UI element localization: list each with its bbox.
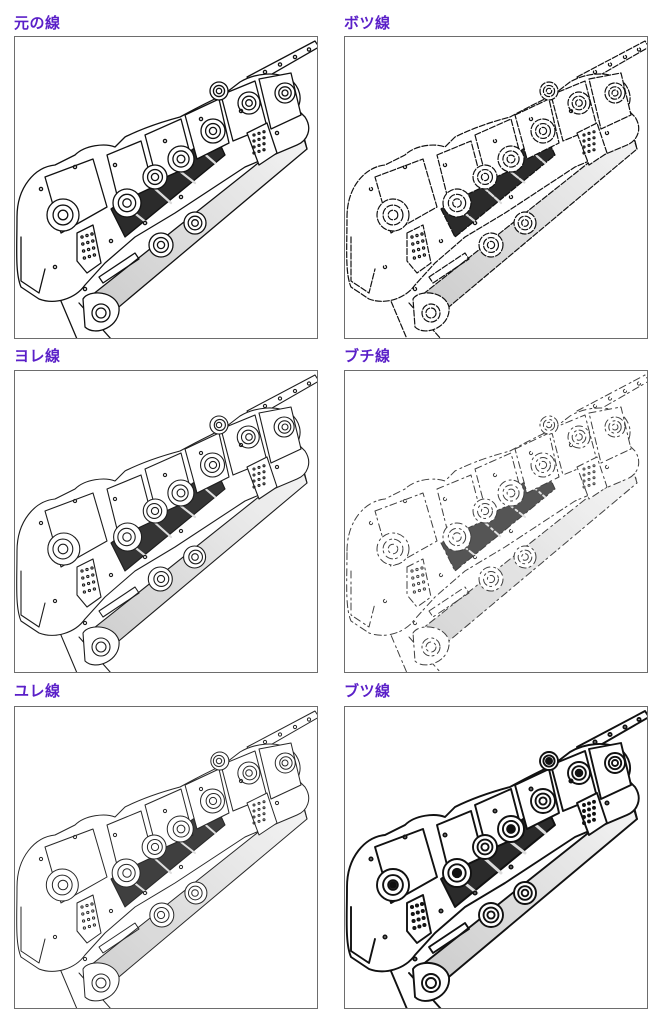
mechanical-line-art-image — [345, 710, 647, 1008]
panel-label-yore: ヨレ線 — [14, 347, 61, 365]
mechanical-line-art-image — [16, 374, 317, 672]
mechanical-line-art-image — [16, 710, 317, 1008]
panel-label-original: 元の線 — [14, 14, 61, 32]
panel-label-yure: ユレ線 — [14, 682, 61, 700]
illustration-panel-yore — [14, 370, 318, 673]
illustration-panel-buchi — [344, 370, 648, 673]
mechanical-line-art-image — [346, 40, 647, 338]
mechanical-line-art-image — [346, 374, 647, 672]
mechanical-line-art-image — [16, 40, 317, 338]
panel-label-buchi: ブチ線 — [344, 347, 391, 365]
illustration-panel-original — [14, 36, 318, 339]
illustration-panel-butsu — [344, 706, 648, 1009]
illustration-panel-yure — [14, 706, 318, 1009]
panel-label-botsu: ボツ線 — [344, 14, 391, 32]
illustration-panel-botsu — [344, 36, 648, 339]
panel-label-butsu: ブツ線 — [344, 682, 391, 700]
